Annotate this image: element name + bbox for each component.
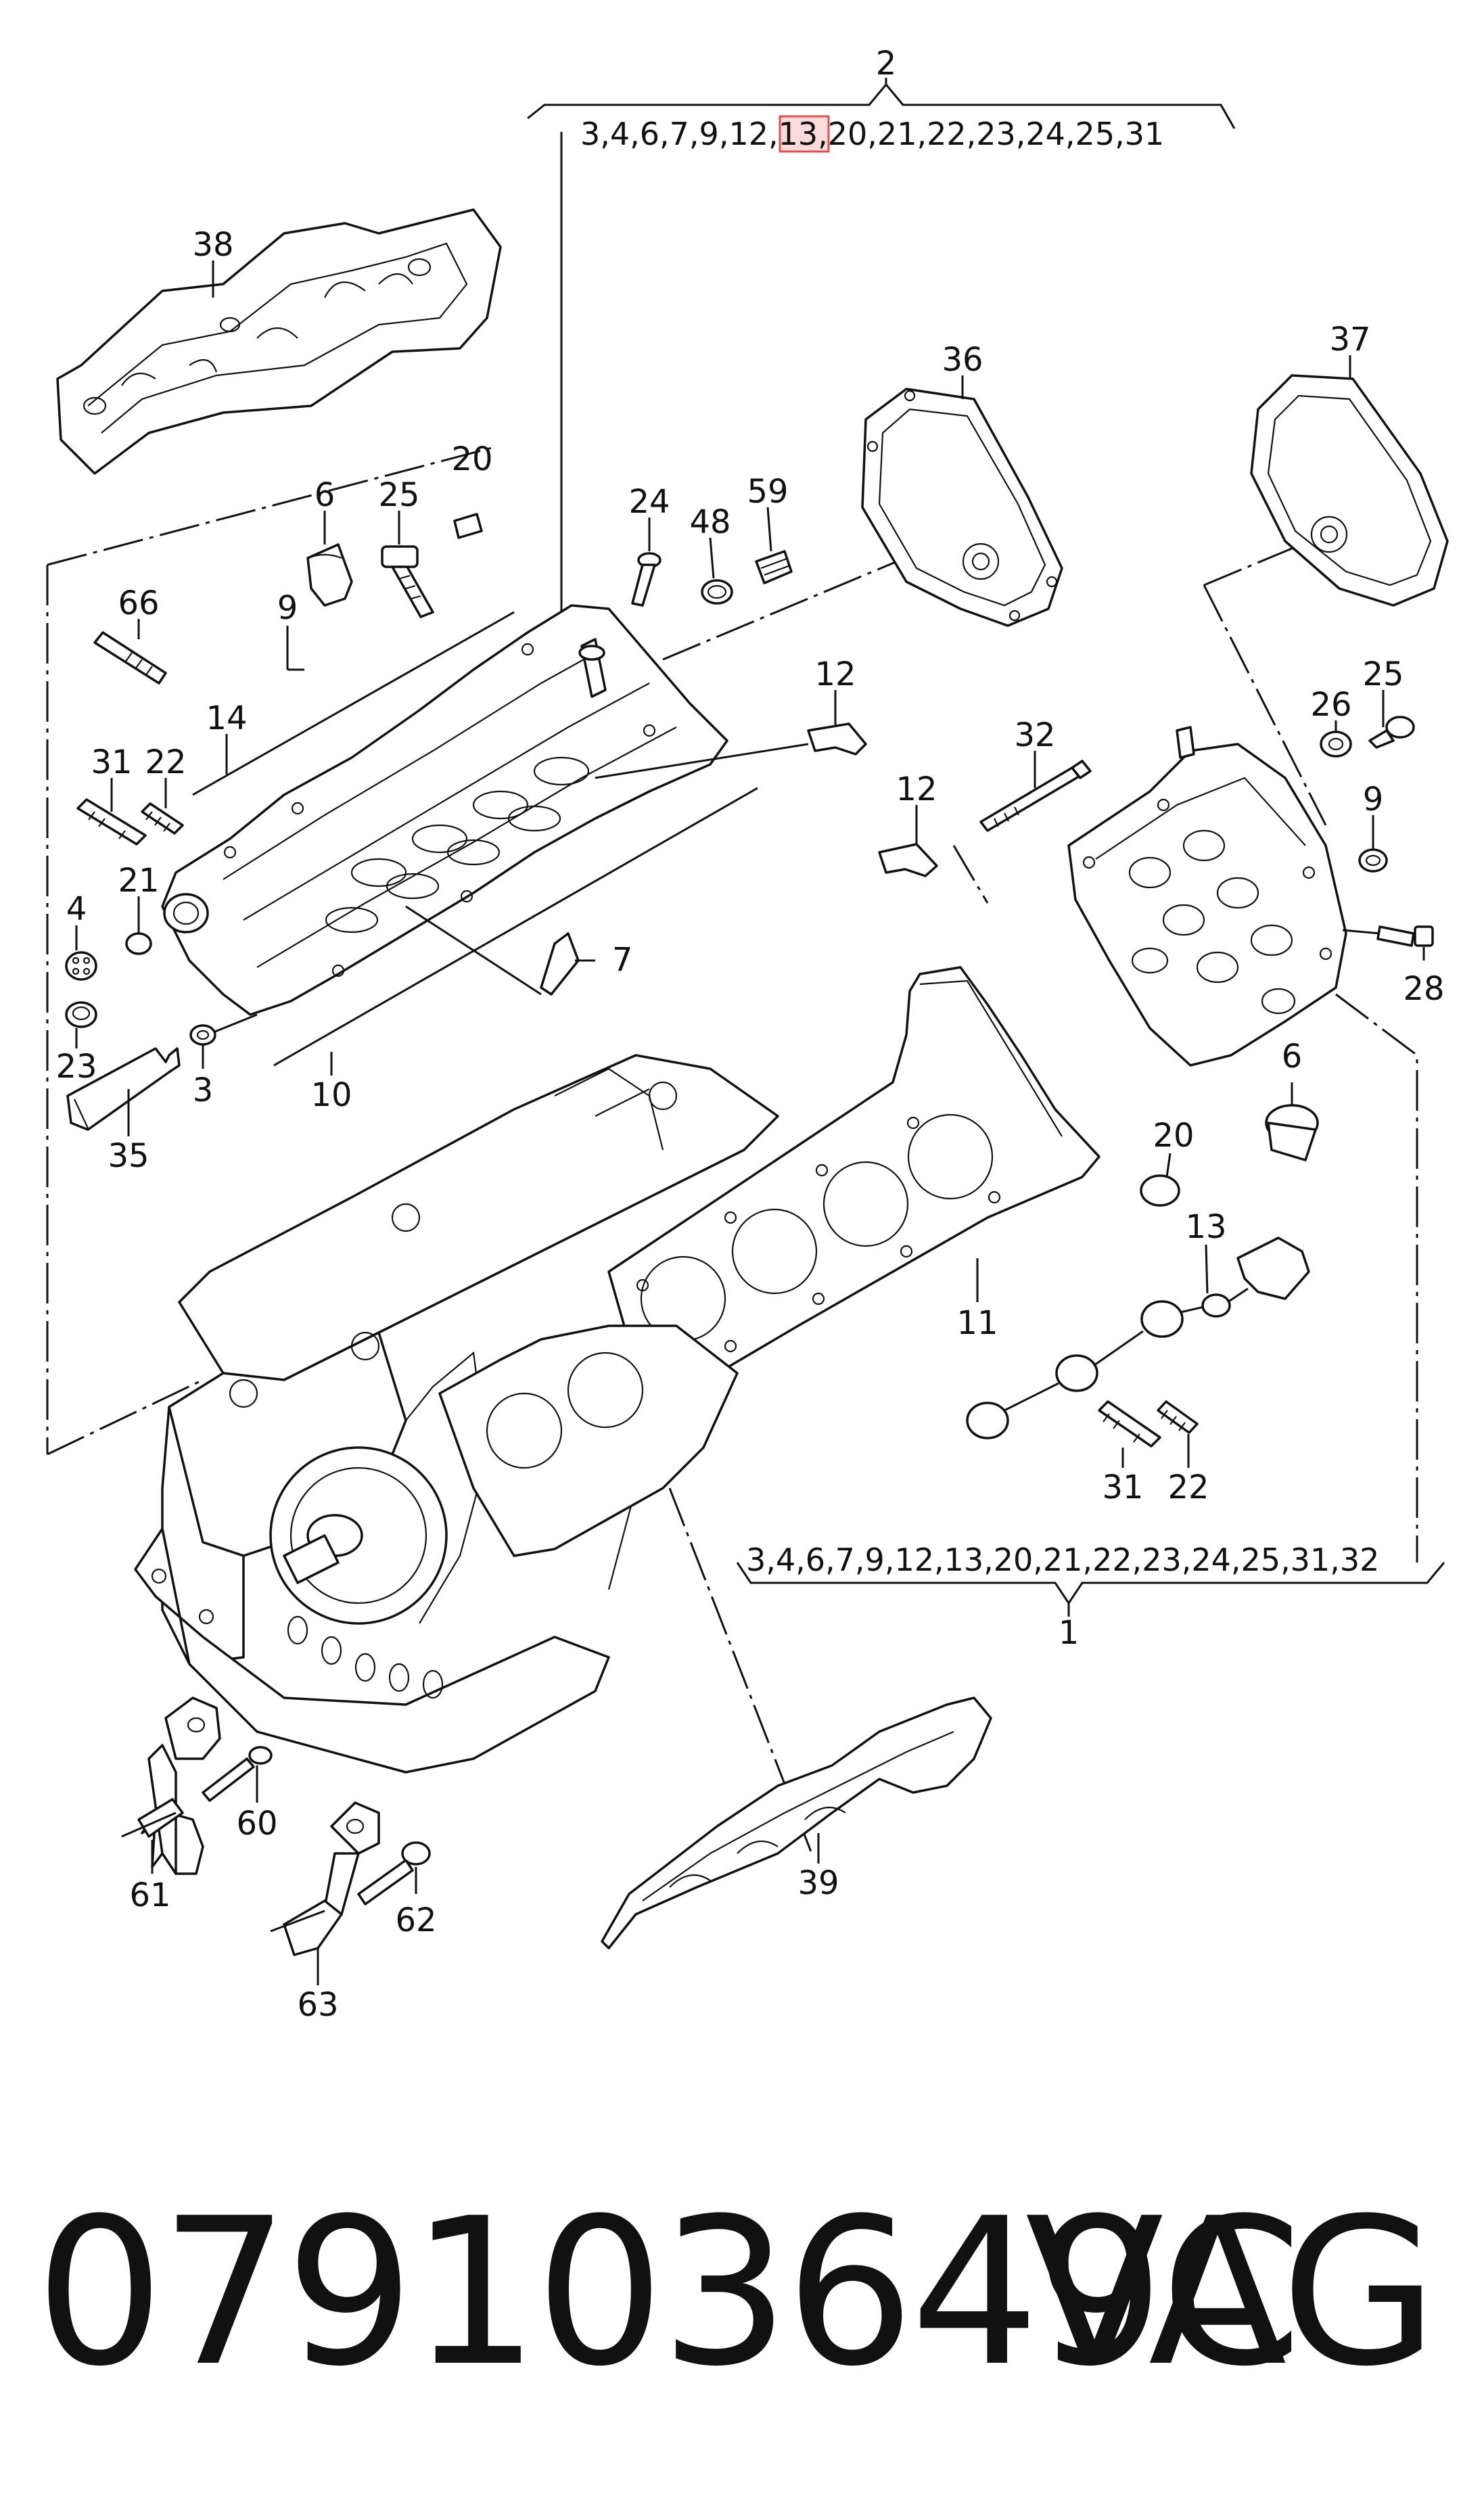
- callout-14: 14: [206, 699, 247, 737]
- part-38-cover: [56, 208, 502, 475]
- part-6-cap-lower: [1265, 1104, 1319, 1161]
- part-62-bolt: [357, 1841, 431, 1906]
- part-14-seal-strip: [192, 611, 515, 796]
- callout-61: 61: [129, 1876, 170, 1914]
- engine-block: [134, 1054, 779, 1774]
- kit-2-bracket: 2 3,4,6,7,9,12,13,20,21,22,23,24,25,31: [527, 45, 1236, 153]
- callout-6-lower: 6: [1282, 1038, 1303, 1076]
- part-26-washer: [1320, 731, 1352, 758]
- part-31-stud-upper: [76, 798, 147, 846]
- head-gasket-left: [438, 1324, 739, 1557]
- part-25-bolt-lower: [1368, 716, 1415, 749]
- part-13-gasket-set: [966, 1237, 1310, 1439]
- part-12-bridge-lower: [878, 843, 938, 877]
- callout-38: 38: [192, 226, 233, 264]
- callout-1: 1: [1059, 1614, 1080, 1652]
- callout-4: 4: [66, 890, 87, 928]
- callout-26: 26: [1310, 686, 1351, 724]
- part-10-seal-strip: [273, 787, 758, 1067]
- part-39-cover: [601, 1696, 992, 1949]
- callout-48: 48: [689, 503, 731, 541]
- cylinder-head-right: [1067, 726, 1347, 1067]
- callout-21: 21: [118, 862, 159, 900]
- callout-35: 35: [108, 1137, 149, 1175]
- callout-22-upper: 22: [145, 743, 186, 781]
- part-63-bracket: [270, 1801, 380, 1956]
- exploded-parts-diagram: 2 3,4,6,7,9,12,13,20,21,22,23,24,25,31 3…: [46, 45, 1449, 2024]
- callout-12-upper: 12: [814, 655, 856, 693]
- callout-9-lower: 9: [1363, 781, 1384, 818]
- part-32-long-bolt: [979, 760, 1092, 832]
- part-61-bracket: [121, 1696, 221, 1875]
- callout-25-lower: 25: [1362, 655, 1404, 693]
- part-7-valve: [540, 932, 595, 996]
- callout-24: 24: [628, 483, 670, 521]
- part-20-plug-lower: [1140, 1174, 1180, 1207]
- part-22-stud-upper: [141, 802, 184, 835]
- part-number: 079103649C: [35, 2175, 1302, 2411]
- callout-10: 10: [310, 1076, 352, 1114]
- part-22-stud-lower: [1157, 1400, 1199, 1434]
- callout-12-lower: 12: [896, 770, 937, 808]
- part-59-plug: [755, 550, 793, 584]
- callout-62: 62: [395, 1901, 436, 1939]
- callout-32: 32: [1014, 716, 1055, 754]
- callout-2: 2: [876, 45, 897, 83]
- part-24-bolt: [631, 552, 662, 607]
- part-31-stud-lower: [1098, 1400, 1161, 1448]
- brand-name: VAG: [1025, 2175, 1438, 2411]
- callout-39: 39: [797, 1864, 839, 1902]
- callout-31-lower: 31: [1102, 1469, 1143, 1506]
- callout-25-upper: 25: [378, 476, 419, 514]
- part-37-cover: [1250, 374, 1449, 607]
- kit-2-contents: 3,4,6,7,9,12,13,20,21,22,23,24,25,31: [580, 116, 1164, 152]
- callout-66: 66: [118, 584, 159, 622]
- part-28-bolt: [1376, 925, 1434, 947]
- kit-1-contents: 3,4,6,7,9,12,13,20,21,22,23,24,25,31,32: [746, 1542, 1379, 1578]
- part-3-nut: [189, 1024, 216, 1046]
- part-21-plug: [125, 932, 152, 955]
- part-12-bridge-upper: [807, 722, 867, 756]
- callout-9-upper: 9: [277, 589, 298, 627]
- part-4-cap: [65, 951, 97, 981]
- callout-22-lower: 22: [1167, 1469, 1209, 1506]
- callout-3: 3: [193, 1071, 214, 1109]
- callout-13: 13: [1185, 1208, 1226, 1246]
- highlight-box: [779, 115, 830, 153]
- part-20-plug-upper: [453, 513, 483, 539]
- part-60-bolt: [202, 1746, 273, 1802]
- part-9-ring-lower: [1358, 848, 1388, 873]
- part-23-cup: [65, 1001, 97, 1028]
- callout-11: 11: [956, 1304, 998, 1342]
- callout-31-upper: 31: [91, 743, 132, 781]
- callout-63: 63: [297, 1986, 338, 2024]
- highlighted-part-13: 13: [779, 116, 818, 152]
- callout-59: 59: [747, 473, 788, 511]
- callout-37: 37: [1329, 321, 1370, 359]
- callout-7: 7: [612, 941, 633, 979]
- callout-20-upper: 20: [451, 440, 492, 478]
- part-48-seal-ring: [701, 579, 733, 605]
- cylinder-head-left: [161, 604, 728, 1016]
- part-6-cap-upper: [306, 543, 353, 607]
- callout-36: 36: [942, 341, 983, 379]
- callout-28: 28: [1403, 970, 1444, 1008]
- part-36-cover: [861, 388, 1063, 627]
- callout-6-upper: 6: [315, 476, 335, 514]
- callout-23: 23: [55, 1048, 97, 1086]
- part-35-sealant-tube: [66, 1047, 181, 1131]
- kit-1-bracket: 3,4,6,7,9,12,13,20,21,22,23,24,25,31,32 …: [736, 1542, 1445, 1652]
- callout-60: 60: [236, 1805, 277, 1843]
- part-66-stud: [93, 631, 167, 685]
- part-25-bolt-upper: [381, 545, 434, 618]
- callout-20-lower: 20: [1153, 1117, 1194, 1155]
